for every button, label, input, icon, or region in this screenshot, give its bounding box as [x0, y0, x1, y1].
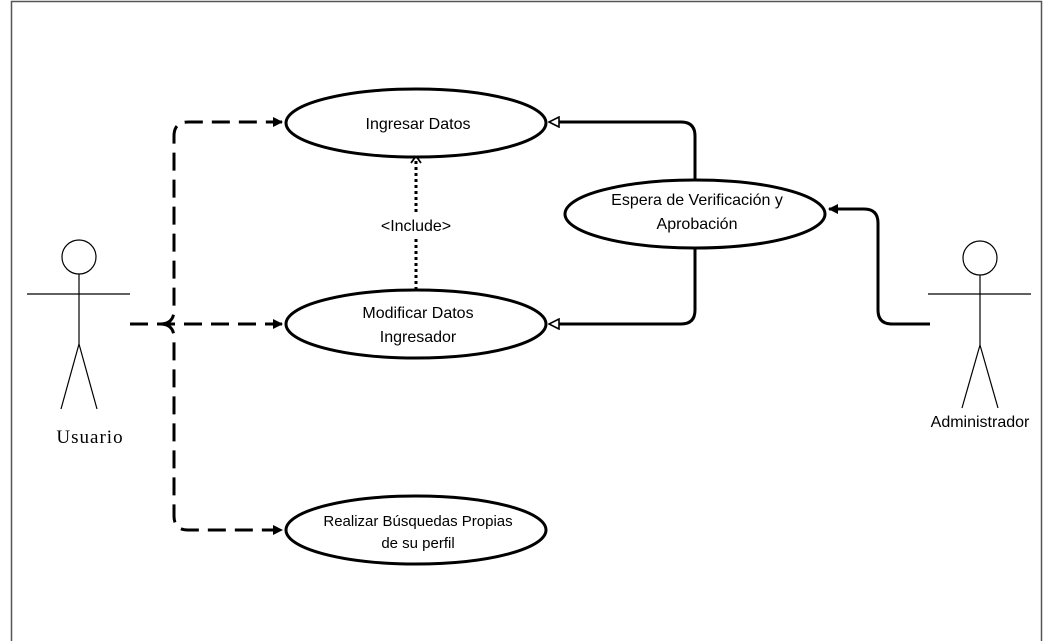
usecase-espera-verificacion-line2: Aprobación [657, 216, 738, 233]
actor-usuario[interactable]: Usuario [27, 239, 130, 448]
usecase-modificar-datos-ellipse [284, 288, 548, 360]
actor-administrador-left-leg [961, 344, 981, 409]
usecase-espera-verificacion[interactable]: Espera de Verificación y Aprobación [563, 178, 827, 250]
usuario-connectors [130, 117, 283, 535]
diagram-frame [10, 0, 1043, 641]
usecase-ingresar-datos[interactable]: Ingresar Datos [284, 87, 548, 159]
usecase-espera-verificacion-line1: Espera de Verificación y [611, 192, 783, 209]
usecase-realizar-busquedas-ellipse [284, 494, 548, 566]
usecase-modificar-datos-line1: Modificar Datos [362, 305, 473, 322]
espera-connectors [550, 122, 697, 324]
actor-administrador[interactable]: Administrador [928, 240, 1031, 431]
actor-administrador-right-leg [979, 344, 999, 409]
include-label-bg [368, 214, 464, 236]
include-label: <Include> [381, 218, 451, 235]
usecase-modificar-datos-line2: Ingresador [380, 329, 457, 346]
actor-usuario-right-leg [78, 343, 98, 410]
actor-usuario-left-leg [60, 343, 80, 410]
usecase-realizar-busquedas[interactable]: Realizar Búsquedas Propias de su perfil [284, 494, 548, 566]
actor-usuario-head [61, 239, 97, 275]
edge-espera-modificar [550, 242, 697, 324]
actor-usuario-label: Usuario [56, 427, 123, 448]
edge-espera-ingresar [550, 122, 697, 186]
usecase-espera-verificacion-ellipse [563, 178, 827, 250]
usecase-ingresar-datos-label: Ingresar Datos [366, 116, 471, 133]
actor-administrador-head [962, 240, 998, 276]
edge-administrador-espera [828, 204, 930, 326]
usecase-realizar-busquedas-line1: Realizar Búsquedas Propias [323, 513, 512, 530]
edge-usuario-ingresar [159, 117, 283, 326]
actor-administrador-label: Administrador [931, 414, 1030, 431]
usecase-ingresar-datos-ellipse [284, 87, 548, 159]
usecase-modificar-datos[interactable]: Modificar Datos Ingresador [284, 288, 548, 360]
usecase-realizar-busquedas-line2: de su perfil [381, 535, 454, 552]
edge-usuario-realizar [159, 322, 283, 535]
